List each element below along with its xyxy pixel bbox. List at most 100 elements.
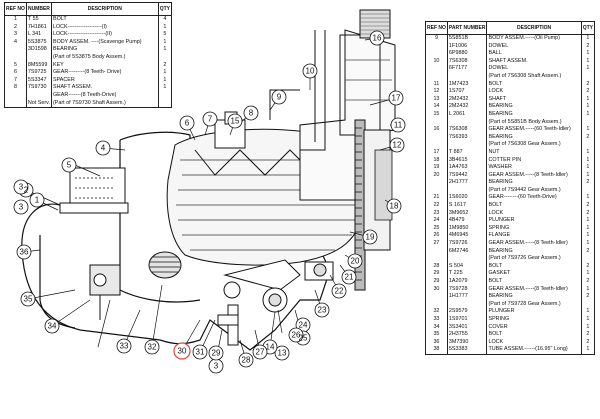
cell-part-number: 7S9725: [25, 69, 52, 77]
cell-ref-no: [4, 99, 27, 108]
cell-qty: 2: [580, 179, 596, 187]
callout-9-circle: [271, 89, 287, 105]
cell-description: DOWEL: [486, 65, 582, 73]
cell-ref-no: 2: [4, 23, 27, 32]
header-number: NUMBER: [25, 2, 52, 16]
cell-ref-no: [425, 186, 448, 195]
right-table-row: (Part of 5S851B Body Assem.): [425, 118, 596, 127]
cell-ref-no: 9: [425, 34, 448, 43]
callout-20-circle: [347, 253, 363, 269]
callout-31: 31: [196, 348, 205, 357]
cell-part-number: [446, 255, 487, 263]
cell-description: PLUNGER: [486, 217, 582, 225]
callout-12-circle: [389, 137, 405, 153]
callout-19: 19: [366, 233, 375, 242]
cell-ref-no: [4, 46, 27, 54]
cell-ref-no: 20: [425, 171, 448, 180]
cell-ref-no: [425, 133, 448, 142]
cell-description: WASHER: [486, 164, 582, 172]
cell-qty: [580, 300, 596, 309]
cell-qty: 1: [580, 110, 596, 119]
callout-8-circle: [243, 105, 259, 121]
callout-15: 15: [231, 117, 240, 126]
callout-35-circle: [20, 291, 36, 307]
cell-description: BOLT: [486, 202, 582, 210]
callout-13: 13: [278, 349, 287, 358]
cell-qty: 1: [580, 308, 596, 316]
cell-description: LOCK: [486, 209, 582, 218]
callout-1-circle: [29, 192, 45, 208]
cell-ref-no: [4, 91, 27, 100]
gear-cluster-lower: [148, 251, 334, 346]
cell-qty: 2: [580, 42, 596, 51]
cell-description: BODY ASSEM.-----(Oil Pump): [486, 34, 582, 43]
cell-part-number: 1F1006: [446, 42, 487, 51]
right-table-row: (Part of 7S6308 Shaft Assem.): [425, 72, 596, 81]
right-table-row: (Part of 7S9728 Gear Assem.): [425, 300, 596, 309]
cell-part-number: 5S3347: [25, 76, 52, 85]
cell-description: SHAFT ASSEM.: [50, 84, 159, 92]
callout-23-circle: [314, 302, 330, 318]
cell-ref-no: 19: [425, 164, 448, 172]
cell-ref-no: [425, 179, 448, 187]
cell-ref-no: [425, 255, 448, 263]
callout-27: 27: [256, 348, 265, 357]
callout-36-circle: [16, 244, 32, 260]
cell-part-number: Not Serv.: [25, 99, 52, 108]
cell-description: (Part of 7S6308 Shaft Assem.): [486, 72, 582, 81]
cell-description: BOLT: [486, 278, 582, 286]
cell-part-number: 7H1861: [25, 23, 52, 32]
cell-ref-no: [425, 293, 448, 301]
cell-qty: 1: [580, 126, 596, 134]
header-part-number: PART NUMBER: [446, 21, 487, 35]
header-ref-no: REF NO: [4, 2, 27, 16]
callout-29: 29: [212, 349, 221, 358]
callout-28: 28: [242, 356, 251, 365]
cell-ref-no: 11: [425, 80, 448, 89]
cell-ref-no: 38: [425, 346, 448, 355]
cell-qty: 1: [580, 194, 596, 203]
cell-description: DOWEL: [486, 42, 582, 51]
callout-2: 2: [24, 186, 29, 195]
callout-33: 33: [120, 342, 129, 351]
cell-qty: 1: [580, 103, 596, 111]
cell-description: BEARING: [486, 179, 582, 187]
callout-14: 14: [266, 343, 275, 352]
cell-ref-no: 10: [425, 57, 448, 66]
cell-part-number: [446, 72, 487, 81]
cell-description: GEAR---------(8 Teeth- Drive): [50, 69, 159, 77]
cell-description: (Part of 7S9726 Gear Assem.): [486, 255, 582, 263]
right-table-row: (Part of 7S9442 Gear Assem.): [425, 186, 596, 195]
cell-part-number: 1S6020: [446, 194, 487, 203]
cell-ref-no: 15: [425, 110, 448, 119]
cell-part-number: L 341: [25, 31, 52, 39]
cell-part-number: 7S6393: [446, 133, 487, 142]
cell-ref-no: [425, 65, 448, 73]
cell-part-number: 6M2746: [446, 247, 487, 256]
cell-qty: 1: [580, 224, 596, 233]
cell-qty: 1: [580, 156, 596, 165]
right-table-row: (Part of 7S6308 Gear Assem.): [425, 141, 596, 149]
callout-32-circle: [144, 339, 160, 355]
cell-qty: 4: [157, 15, 173, 24]
cell-ref-no: 24: [425, 217, 448, 225]
cell-qty: 2: [580, 247, 596, 256]
cell-part-number: 2H1777: [446, 179, 487, 187]
callout-16: 16: [373, 34, 382, 43]
cell-description: SPRING: [486, 224, 582, 233]
cell-part-number: S 504: [446, 262, 487, 271]
